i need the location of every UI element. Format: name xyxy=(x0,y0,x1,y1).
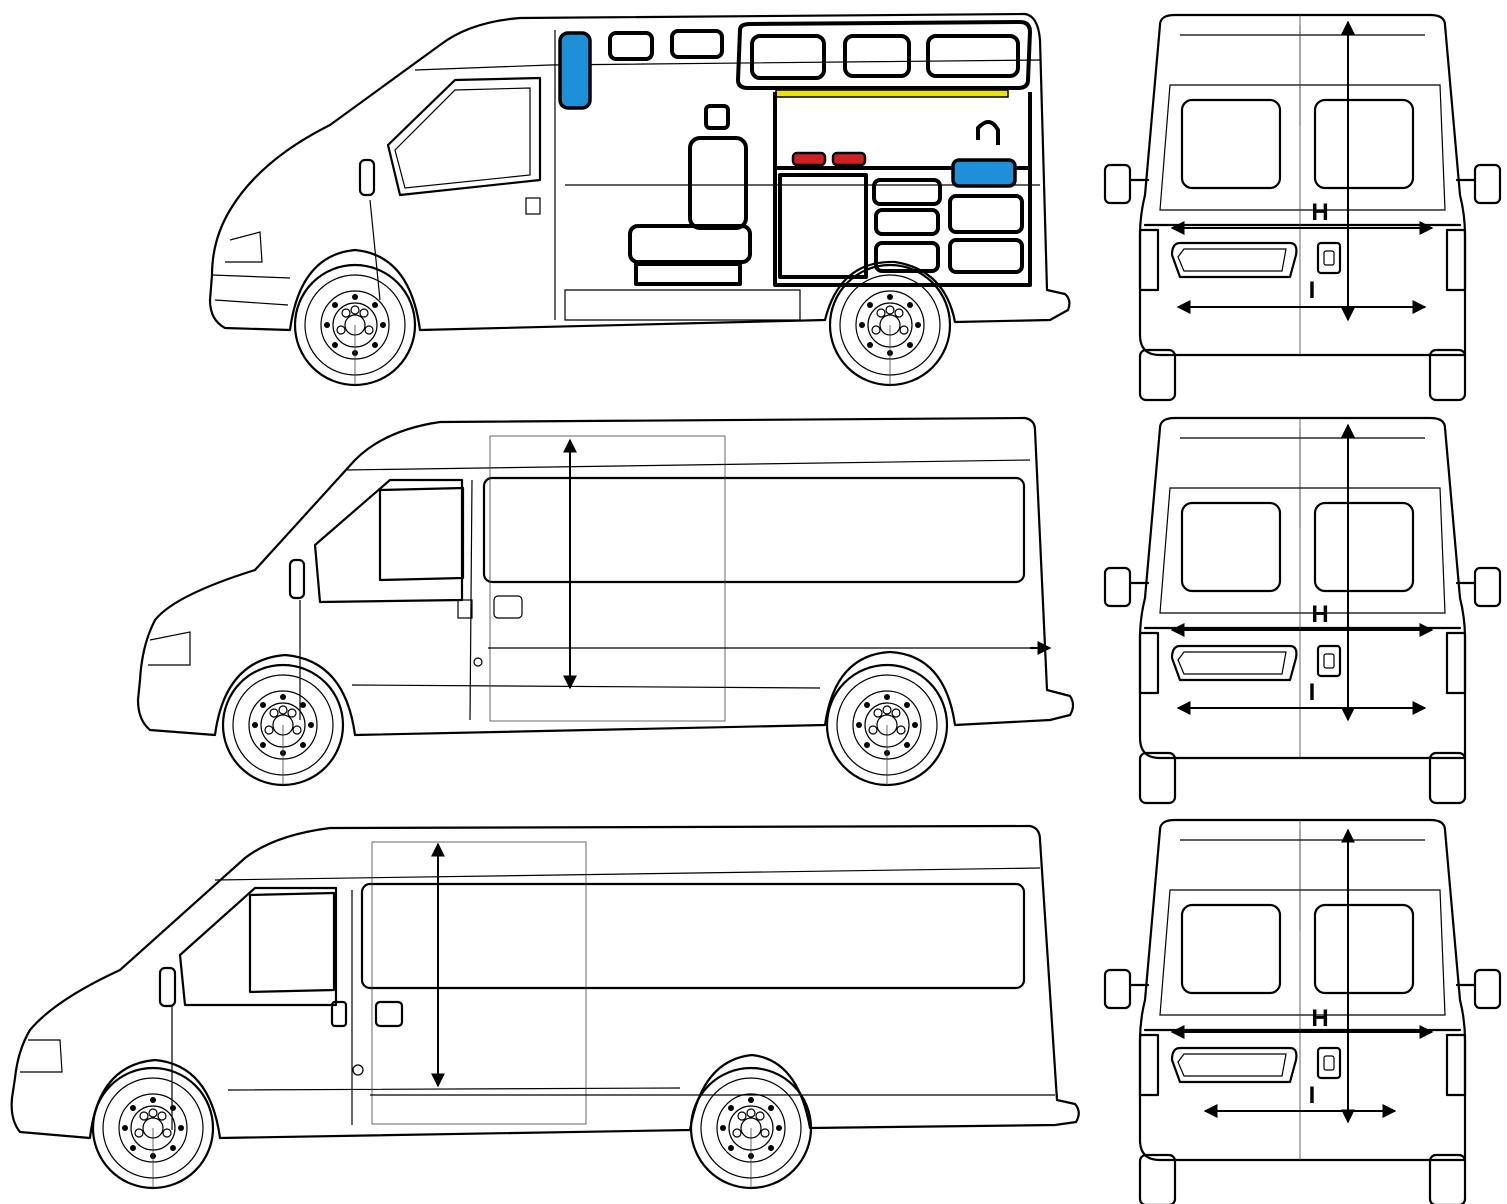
side-view-jumbo xyxy=(10,824,1080,1190)
led-strip xyxy=(775,89,1009,98)
side-window xyxy=(482,476,1026,584)
side-view-long xyxy=(136,416,1075,787)
height-label: H xyxy=(1311,1005,1328,1032)
sink-icon xyxy=(951,158,1017,188)
height-label: H xyxy=(1311,199,1328,226)
height-label: H xyxy=(1311,601,1328,628)
rear-view-2: H I xyxy=(1103,416,1502,805)
rear-view-3: H I xyxy=(1103,818,1502,1204)
width-label: I xyxy=(1309,1082,1316,1109)
body-outline xyxy=(10,824,1080,1140)
body-outline xyxy=(208,12,1071,332)
side-view-camper xyxy=(208,12,1071,387)
rear-view-1: H I xyxy=(1103,13,1502,402)
burner-icon xyxy=(831,151,867,167)
width-label: I xyxy=(1309,679,1316,706)
body-outline xyxy=(136,416,1075,737)
water-tank-icon xyxy=(558,31,592,110)
side-window xyxy=(360,882,1026,990)
width-label: I xyxy=(1309,277,1316,304)
burner-icon xyxy=(791,151,827,167)
